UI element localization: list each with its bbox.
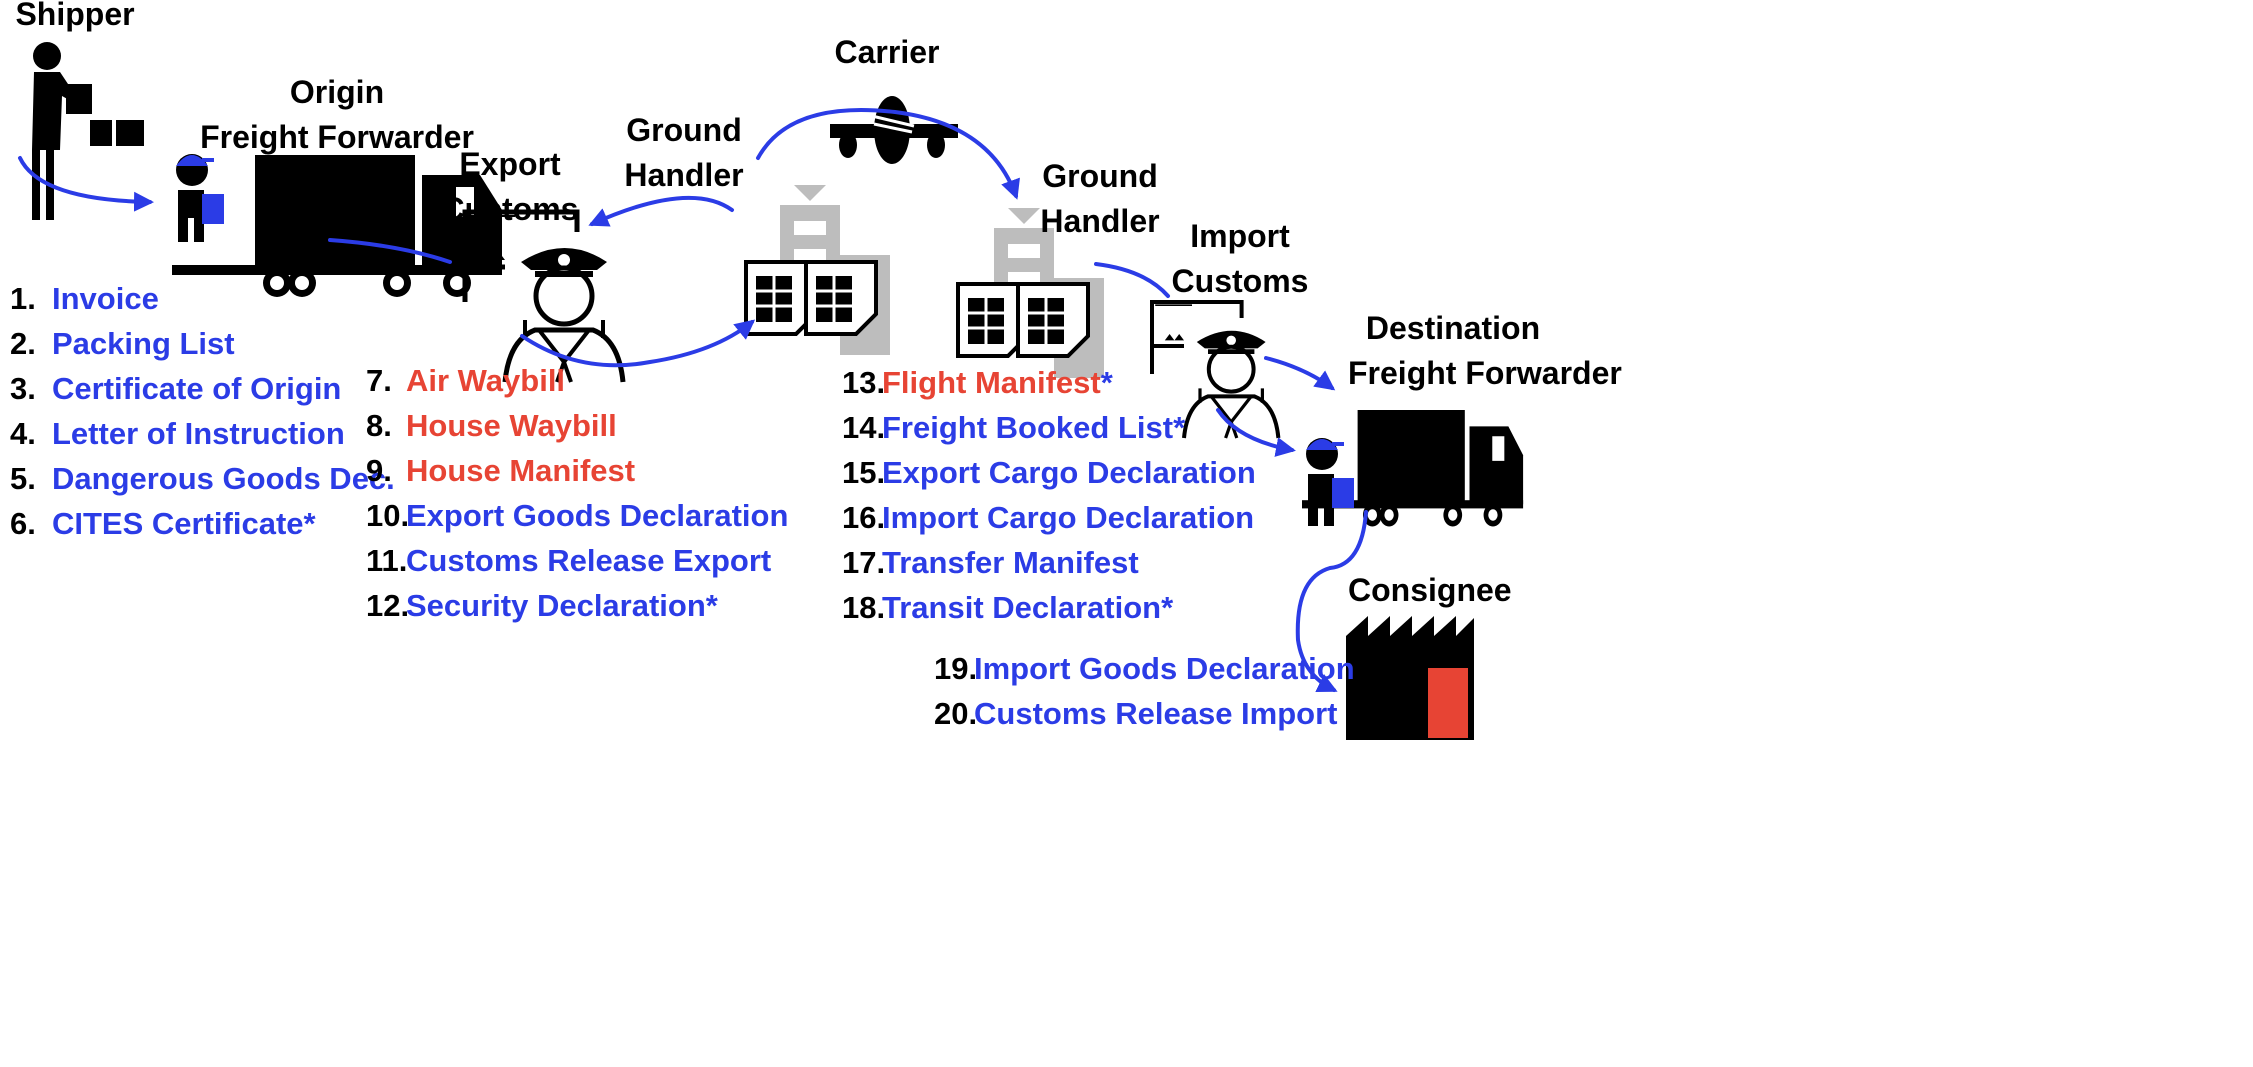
- list-item: 19.Import Goods Declaration: [934, 651, 1355, 686]
- list-item: 17.Transfer Manifest: [842, 545, 1139, 580]
- list-item: 10.Export Goods Declaration: [366, 498, 789, 533]
- list-item: 1.Invoice: [10, 281, 159, 316]
- list-item: 20.Customs Release Import: [934, 696, 1338, 731]
- list-item: 3.Certificate of Origin: [10, 371, 342, 406]
- shipper-label: Shipper: [15, 0, 135, 32]
- document-list-import: 19.Import Goods Declaration 20.Customs R…: [934, 646, 1355, 736]
- list-item: 12.Security Declaration*: [366, 588, 718, 623]
- list-item: 18.Transit Declaration*: [842, 590, 1174, 625]
- list-item: 14.Freight Booked List*: [842, 410, 1186, 445]
- consignee-label: Consignee: [1348, 572, 1512, 608]
- document-list-origin: 1.Invoice 2.Packing List 3.Certificate o…: [10, 276, 395, 546]
- freight-worker-icon: [176, 154, 224, 242]
- list-item: 16.Import Cargo Declaration: [842, 500, 1255, 535]
- list-item: 5.Dangerous Goods Dec.: [10, 461, 395, 496]
- list-item: 11.Customs Release Export: [366, 543, 772, 578]
- list-item: 9.House Manifest: [366, 453, 636, 488]
- cargo-document-icon: [804, 260, 878, 336]
- list-item: 15.Export Cargo Declaration: [842, 455, 1256, 490]
- list-item: 2.Packing List: [10, 326, 235, 361]
- flow-arrows: [18, 107, 1368, 693]
- document-list-export: 7.Air Waybill 8.House Waybill 9.House Ma…: [366, 358, 788, 628]
- factory-icon: [1346, 616, 1474, 740]
- document-list-transit: 13.Flight Manifest* 14.Freight Booked Li…: [842, 360, 1256, 630]
- person-carrying-box-icon: [32, 42, 144, 220]
- list-item: 7.Air Waybill: [366, 363, 566, 398]
- list-item: 8.House Waybill: [366, 408, 617, 443]
- list-item: 6.CITES Certificate*: [10, 506, 316, 541]
- cargo-document-icon: [1016, 282, 1090, 358]
- list-item: 4.Letter of Instruction: [10, 416, 345, 451]
- delivery-truck-icon: [1302, 408, 1524, 527]
- carrier-label: Carrier: [834, 34, 940, 70]
- airplane-icon: [830, 96, 958, 164]
- list-item: 13.Flight Manifest*: [842, 365, 1113, 400]
- freight-worker-icon: [1306, 438, 1354, 526]
